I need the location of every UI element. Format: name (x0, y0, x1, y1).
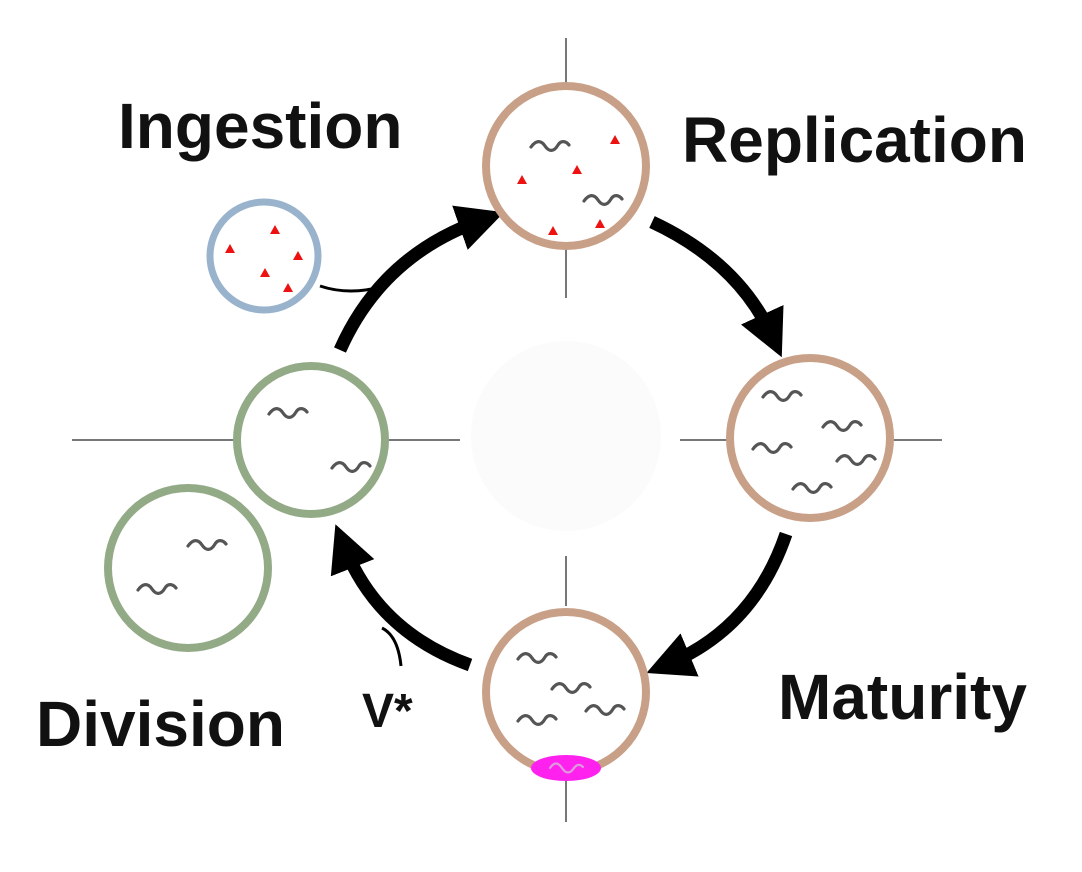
arrow-to-maturity (649, 216, 784, 358)
arrow-to-division (330, 524, 473, 672)
release-cell (482, 608, 650, 781)
triangle-icon (517, 135, 620, 235)
triangle-icon (225, 225, 303, 292)
dividing-cell-daughter (104, 484, 272, 652)
dividing-cell-main (233, 362, 389, 518)
ingestion-connector (319, 284, 385, 293)
arrow-to-release (646, 531, 793, 677)
maturity-label: Maturity (778, 661, 1027, 733)
center-disk (471, 341, 661, 531)
replication-label: Replication (682, 104, 1027, 176)
cycle-arrows (330, 205, 793, 677)
replication-cell (482, 82, 650, 250)
division-label: Division (36, 688, 285, 760)
ellipse-icon (531, 755, 601, 781)
marker-label: V* (362, 685, 413, 738)
ingestion-label: Ingestion (118, 90, 402, 162)
maturity-cell (726, 354, 894, 522)
arrow-to-replication (334, 205, 505, 353)
marker-hook (381, 626, 403, 667)
ingestion-vesicle (206, 198, 322, 314)
